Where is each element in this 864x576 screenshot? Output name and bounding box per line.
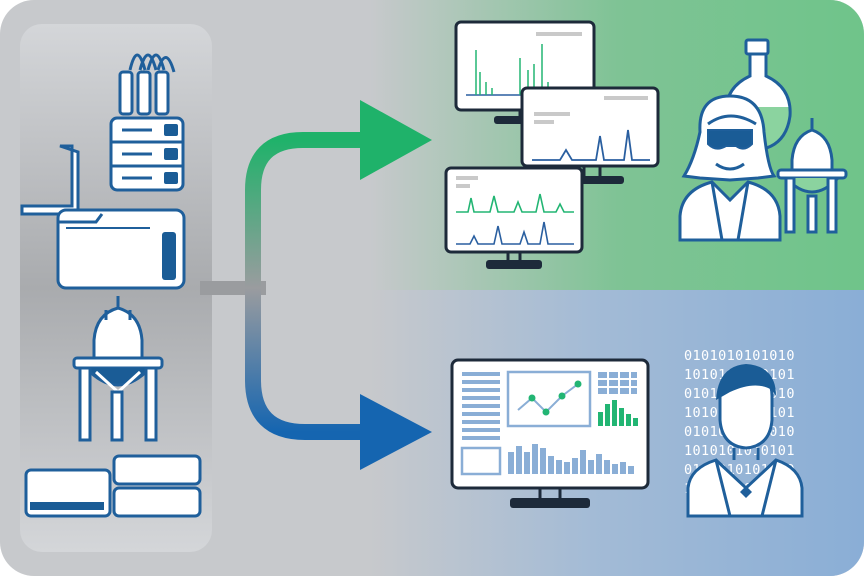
reactor-icon <box>776 118 848 234</box>
data-scientist-icon <box>686 364 804 518</box>
chromatograph-icon <box>118 53 176 116</box>
spectrum-monitor-icon <box>444 20 660 269</box>
scientist-icon <box>678 94 782 242</box>
bioreactor-icon <box>72 296 164 442</box>
connector-pipes <box>200 100 432 470</box>
binary-line: 1010101010101 <box>684 443 795 459</box>
binary-line: 0101010101010 <box>684 348 795 364</box>
lab-instrument-icon <box>20 144 186 290</box>
dashboard-monitor-icon <box>450 358 650 508</box>
arrow-green <box>360 100 432 180</box>
monitor-middle <box>520 86 660 168</box>
tray-icon <box>24 454 202 518</box>
pipe-to-bottom <box>245 288 372 440</box>
arrow-blue <box>360 394 432 470</box>
pipe-to-top <box>245 132 372 288</box>
rack-server-icon <box>109 116 185 192</box>
